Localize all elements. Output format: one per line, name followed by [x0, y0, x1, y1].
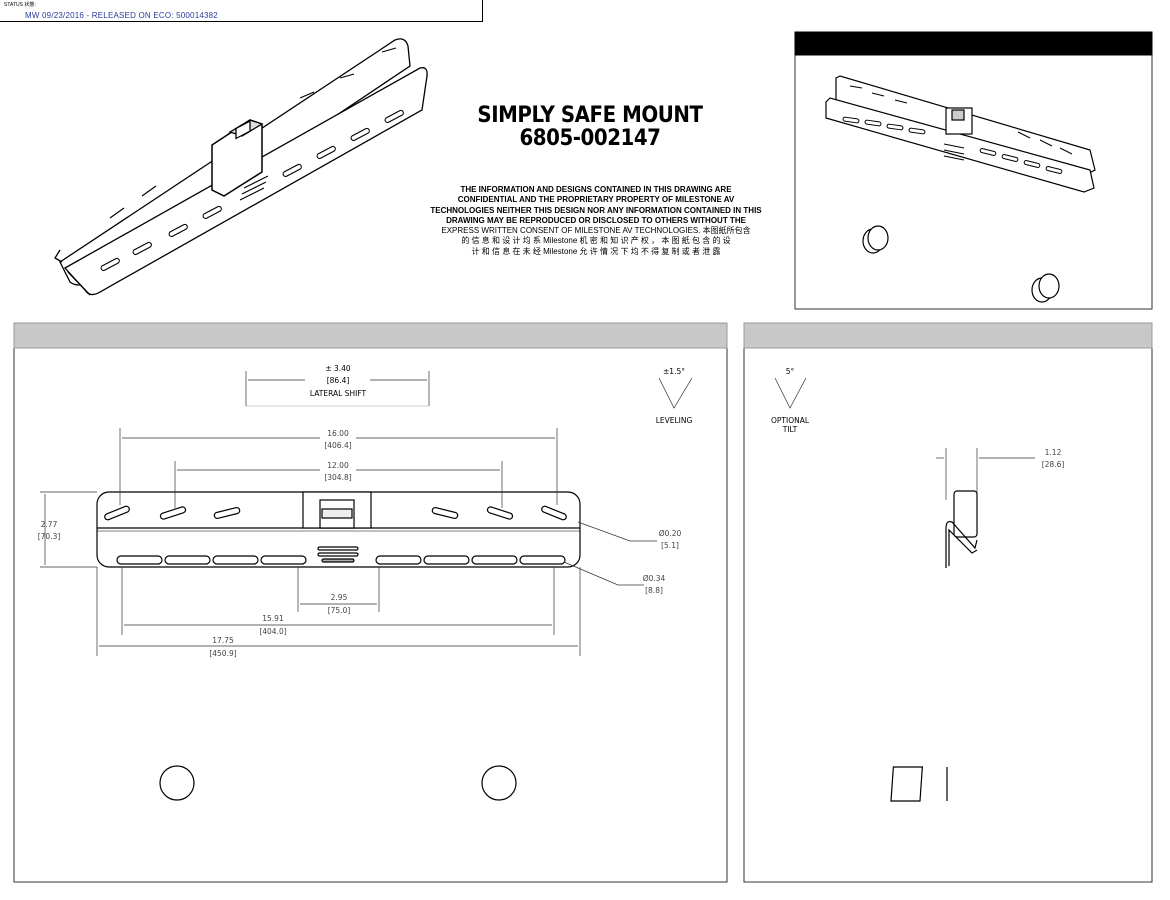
leveling-value: ±1.5°	[663, 367, 685, 376]
depth-metric: [28.6]	[1042, 460, 1065, 469]
tilt-value: 5°	[786, 367, 795, 376]
notice-line: DRAWING MAY BE REPRODUCED OR DISCLOSED T…	[446, 215, 746, 225]
leveling-label: LEVELING	[656, 416, 693, 425]
status-label: STATUS 状態:	[4, 2, 36, 8]
dim-12-metric: [304.8]	[324, 473, 351, 482]
status-text: MW 09/23/2016 - RELEASED ON ECO: 5000143…	[25, 11, 218, 20]
dim-1591-value: 15.91	[262, 614, 284, 623]
knob-front-right	[481, 765, 517, 801]
product-name: SIMPLY SAFE MOUNT	[477, 103, 703, 128]
dim-16-value: 16.00	[327, 429, 349, 438]
notice-line: EXPRESS WRITTEN CONSENT OF MILESTONE AV …	[441, 226, 751, 236]
dim-295-metric: [75.0]	[328, 606, 351, 615]
dim-295-value: 2.95	[331, 593, 348, 602]
dim-1591-metric: [404.0]	[259, 627, 286, 636]
notice-line: TECHNOLOGIES NEITHER THIS DESIGN NOR ANY…	[430, 205, 762, 215]
front-view-panel: ± 3.40 [86.4] LATERAL SHIFT ±1.5° LEVELI…	[13, 322, 728, 883]
lateral-shift-metric: [86.4]	[327, 376, 350, 385]
hole-small-value: Ø0.20	[659, 529, 682, 538]
drawing-title: SIMPLY SAFE MOUNT 6805-002147	[446, 104, 734, 150]
notice-line: 的 信 息 和 设 计 均 系 Milestone 机 密 和 知 识 产 权 …	[461, 236, 731, 246]
tilt-label-1: OPTIONAL	[771, 416, 810, 425]
lateral-shift-label: LATERAL SHIFT	[310, 389, 367, 398]
hole-large-value: Ø0.34	[643, 574, 666, 583]
dim-1775-value: 17.75	[212, 636, 234, 645]
dim-16-metric: [406.4]	[324, 441, 351, 450]
isometric-view	[54, 38, 428, 296]
knob-icon	[862, 225, 1060, 303]
hole-large-metric: [8.8]	[645, 586, 663, 595]
dim-12-value: 12.00	[327, 461, 349, 470]
confidentiality-notice: THE INFORMATION AND DESIGNS CONTAINED IN…	[410, 185, 782, 257]
front-view-dimensions: ± 3.40 [86.4] LATERAL SHIFT ±1.5° LEVELI…	[38, 364, 693, 658]
notice-line: CONFIDENTIAL AND THE PROPRIETARY PROPERT…	[457, 195, 735, 205]
height-metric: [70.3]	[38, 532, 61, 541]
depth-value: 1.12	[1045, 448, 1062, 457]
status-box: STATUS 状態: MW 09/23/2016 - RELEASED ON E…	[0, 0, 483, 22]
isometric-detail-panel	[794, 31, 1153, 310]
notice-line: THE INFORMATION AND DESIGNS CONTAINED IN…	[460, 185, 732, 194]
height-value: 2.77	[41, 520, 58, 529]
part-number: 6805-002147	[519, 126, 661, 151]
hole-small-metric: [5.1]	[661, 541, 679, 550]
lateral-shift-value: ± 3.40	[325, 364, 351, 373]
notice-line: 计 和 信 息 在 未 经 Milestone 允 许 情 况 下 均 不 得 …	[471, 246, 721, 256]
knob-front-left	[159, 765, 195, 801]
tilt-label-2: TILT	[782, 425, 798, 434]
dim-1775-metric: [450.9]	[209, 649, 236, 658]
side-view-panel: 5° OPTIONAL TILT 1.12 [28.6]	[743, 322, 1153, 883]
